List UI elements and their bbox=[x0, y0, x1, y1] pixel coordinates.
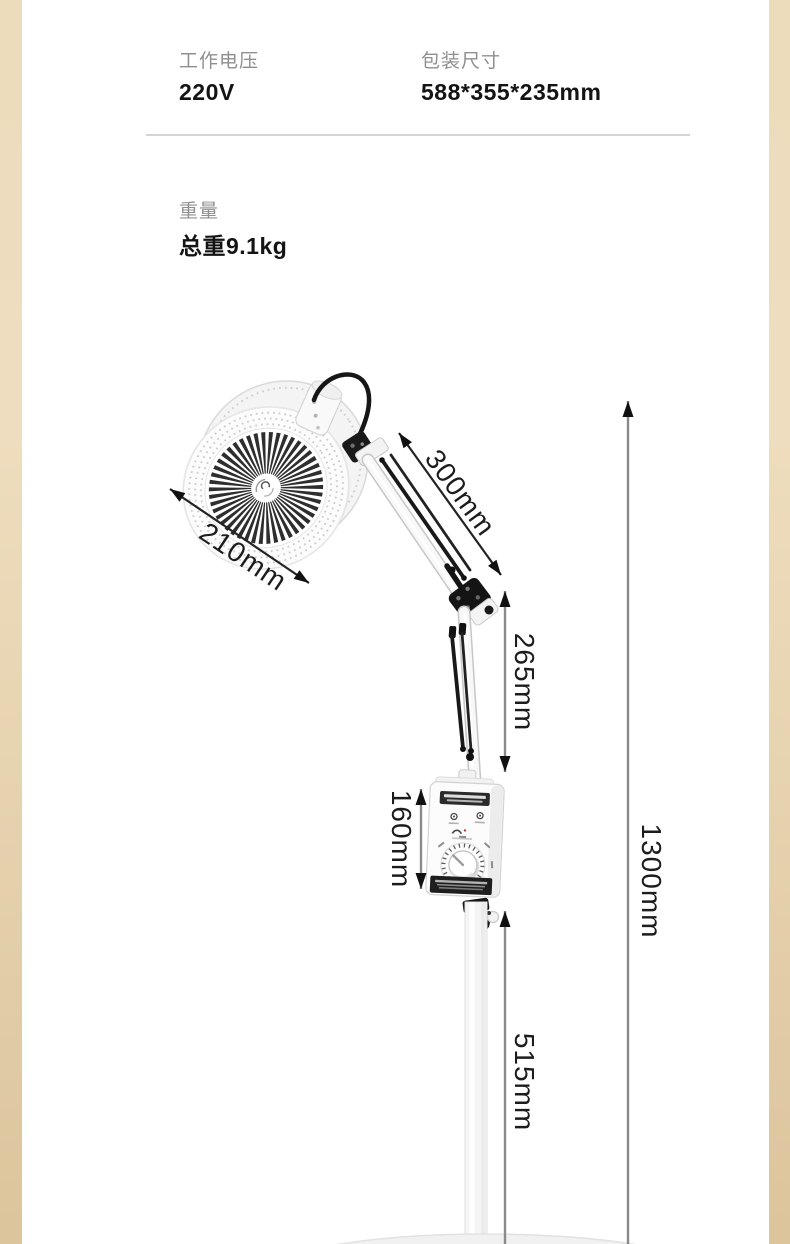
weight-value: 总重9.1kg bbox=[179, 233, 288, 259]
measure-210 bbox=[169, 488, 310, 584]
measure-1300 bbox=[622, 401, 634, 1244]
voltage-value: 220V bbox=[179, 79, 235, 105]
weight-label: 重量 bbox=[179, 201, 220, 222]
elbow-bolt bbox=[484, 605, 494, 615]
power-cable bbox=[311, 372, 372, 441]
upper-arm bbox=[361, 453, 473, 611]
section-divider bbox=[146, 134, 690, 136]
indicator-icons bbox=[448, 811, 485, 825]
measure-515 bbox=[499, 911, 511, 1244]
voltage-label: 工作电压 bbox=[179, 51, 260, 72]
product-spec-card: 工作电压 220V 包装尺寸 588*355*235mm 重量 总重9.1kg bbox=[22, 0, 769, 1244]
stand-base bbox=[336, 1233, 636, 1244]
measure-265 bbox=[499, 591, 511, 772]
dial-scale bbox=[437, 835, 494, 888]
package-size-label: 包装尺寸 bbox=[421, 51, 502, 72]
lamp-head-grille bbox=[182, 406, 350, 570]
brand-logo bbox=[451, 829, 473, 840]
dimension-label-total-height: 1300mm bbox=[636, 823, 667, 939]
control-box-info-strip bbox=[429, 875, 493, 896]
lower-arm bbox=[448, 605, 482, 789]
dimension-label-control-box: 160mm bbox=[386, 789, 417, 889]
dimension-label-lower-pole: 515mm bbox=[509, 1032, 540, 1132]
stand-pole bbox=[464, 901, 488, 1244]
dimension-label-lower-arm: 265mm bbox=[509, 632, 540, 732]
package-size-value: 588*355*235mm bbox=[421, 79, 602, 105]
control-knob bbox=[448, 850, 480, 882]
measure-300 bbox=[398, 432, 502, 576]
control-box bbox=[425, 769, 505, 898]
measure-160 bbox=[415, 789, 427, 889]
control-box-name-label bbox=[439, 790, 490, 806]
